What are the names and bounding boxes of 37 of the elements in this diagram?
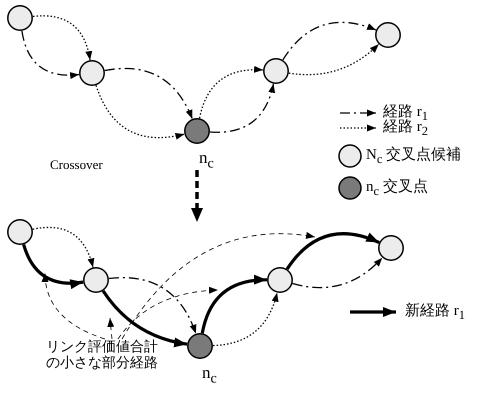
- crossover-node: [187, 333, 213, 359]
- node-label: n$_{c}$: [202, 363, 217, 388]
- arrow: [95, 85, 185, 140]
- arrow: [108, 277, 196, 334]
- legend-label: N$_{c}$ 交叉点候補: [366, 147, 462, 168]
- callout-text: リンク評価値合計の小さな部分経路: [44, 340, 160, 372]
- leader-line: [118, 287, 218, 340]
- arrow: [32, 226, 94, 268]
- leader-line: [42, 272, 106, 340]
- leader-line: [122, 232, 316, 340]
- leader-line: [107, 318, 114, 340]
- node-circle: [83, 267, 109, 293]
- operation-label: Crossover: [50, 156, 103, 173]
- node-circle: [7, 219, 33, 245]
- node-circle: [375, 22, 401, 48]
- node-circle: [263, 58, 289, 84]
- crossover-node: [184, 118, 210, 144]
- node-circle: [7, 5, 33, 31]
- arrow: [200, 275, 268, 334]
- arrow: [102, 290, 188, 347]
- node-circle: [79, 60, 105, 86]
- arrow: [288, 44, 380, 76]
- arrow: [32, 15, 92, 60]
- arrow: [21, 30, 80, 79]
- arrow: [198, 66, 264, 118]
- arrow: [292, 257, 383, 288]
- legend-label: 新経路 r$_{1}$: [405, 303, 465, 324]
- arrow: [210, 84, 275, 133]
- node-circle: [378, 235, 404, 261]
- node-label: n$_{c}$: [199, 148, 214, 174]
- arrow: [286, 232, 380, 270]
- arrow: [282, 22, 376, 60]
- node-circle: [267, 267, 293, 293]
- legend-label: n$_{c}$ 交叉点: [366, 179, 428, 200]
- arrow: [22, 244, 84, 289]
- arrow: [104, 68, 193, 120]
- arrow: [212, 292, 278, 346]
